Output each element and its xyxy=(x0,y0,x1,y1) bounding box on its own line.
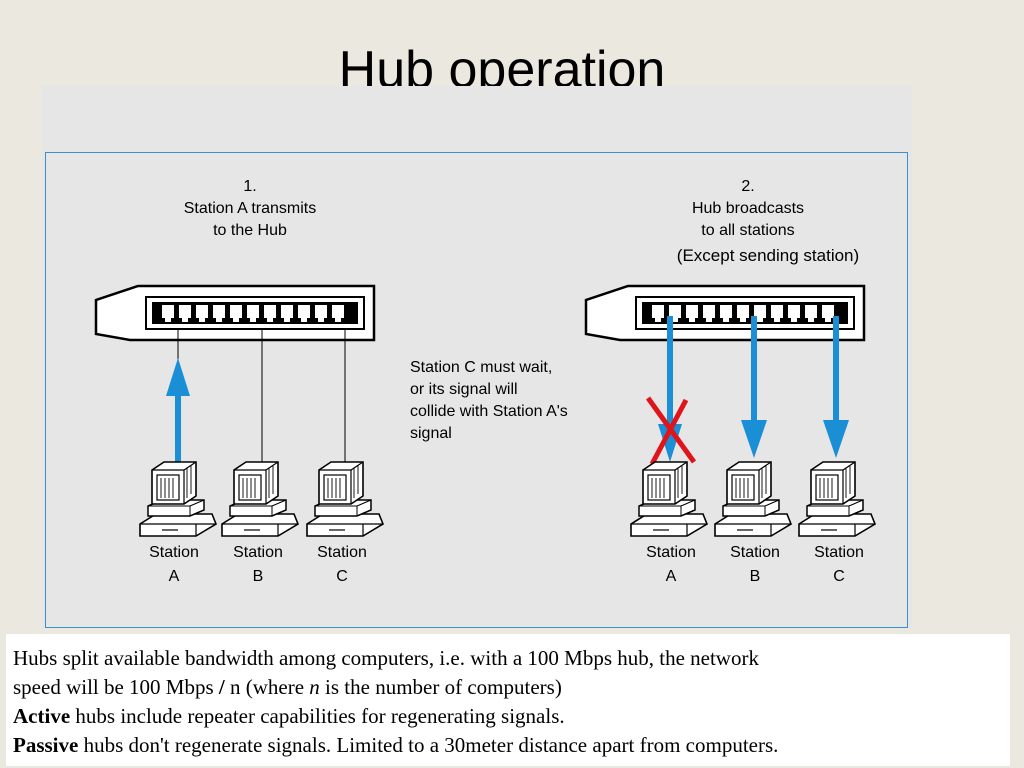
station-word: Station xyxy=(646,544,696,561)
station-label-right-b: Station B xyxy=(720,541,790,589)
computer-right-b-icon xyxy=(714,461,792,537)
step1-line1: Station A transmits xyxy=(183,200,317,217)
station-label-left-a: Station A xyxy=(139,541,209,589)
station-word: Station xyxy=(730,544,780,561)
active-hub-line: Active hubs include repeater capabilitie… xyxy=(13,702,1002,731)
text-run: hubs include repeater capabilities for r… xyxy=(70,704,565,728)
step2-line2: to all stations xyxy=(701,222,795,239)
text-run: speed will be 100 Mbps xyxy=(13,675,219,699)
bandwidth-line1: Hubs split available bandwidth among com… xyxy=(13,646,759,670)
station-letter: B xyxy=(749,568,761,585)
station-letter: C xyxy=(336,568,348,585)
passive-term: Passive xyxy=(13,733,79,757)
station-word: Station xyxy=(814,544,864,561)
station-label-left-b: Station B xyxy=(223,541,293,589)
collision-note: Station C must wait, or its signal will … xyxy=(410,357,620,445)
station-label-left-c: Station C xyxy=(307,541,377,589)
note-line1: Station C must wait, xyxy=(410,359,553,376)
explanation-text-box: Hubs split available bandwidth among com… xyxy=(6,634,1010,766)
station-word: Station xyxy=(149,544,199,561)
station-letter: A xyxy=(665,568,677,585)
station-label-right-c: Station C xyxy=(804,541,874,589)
passive-hub-line: Passive hubs don't regenerate signals. L… xyxy=(13,731,1002,760)
station-letter: A xyxy=(168,568,180,585)
step2-caption: 2. Hub broadcasts to all stations xyxy=(648,176,848,242)
computer-left-b-icon xyxy=(221,461,299,537)
station-letter: C xyxy=(833,568,845,585)
signal-arrow-down-b-icon xyxy=(741,316,767,458)
signal-arrow-up-icon xyxy=(166,358,190,466)
text-run: hubs don't regenerate signals. Limited t… xyxy=(78,733,779,757)
hub-right-icon xyxy=(584,284,866,342)
station-word: Station xyxy=(317,544,367,561)
note-line2: or its signal will xyxy=(410,381,518,398)
step2-number: 2. xyxy=(741,178,755,195)
step1-caption: 1. Station A transmits to the Hub xyxy=(150,176,350,242)
blocked-x-icon xyxy=(645,396,697,466)
computer-right-c-icon xyxy=(798,461,876,537)
diagram-panel xyxy=(45,152,908,628)
text-run: n (where xyxy=(224,675,310,699)
station-letter: B xyxy=(252,568,264,585)
computer-left-c-icon xyxy=(306,461,384,537)
step2-line3: (Except sending station) xyxy=(676,246,860,265)
bandwidth-line2: speed will be 100 Mbps / n (where n is t… xyxy=(13,673,1002,702)
text-run: is the number of computers) xyxy=(319,675,562,699)
text-run: / xyxy=(218,675,225,699)
hub-left-icon xyxy=(94,284,376,342)
figure-background xyxy=(42,86,912,628)
note-line3: collide with Station A's xyxy=(410,403,568,420)
signal-arrow-down-c-icon xyxy=(823,316,849,458)
step1-number: 1. xyxy=(243,178,257,195)
active-term: Active xyxy=(13,704,71,728)
text-run: n xyxy=(309,675,320,699)
note-line4: signal xyxy=(410,425,452,442)
hub-diagram xyxy=(94,284,876,537)
step2-line1: Hub broadcasts xyxy=(691,200,805,217)
computer-right-a-icon xyxy=(630,461,708,537)
station-word: Station xyxy=(233,544,283,561)
station-label-right-a: Station A xyxy=(636,541,706,589)
step1-line2: to the Hub xyxy=(213,222,287,239)
computer-left-a-icon xyxy=(139,461,217,537)
